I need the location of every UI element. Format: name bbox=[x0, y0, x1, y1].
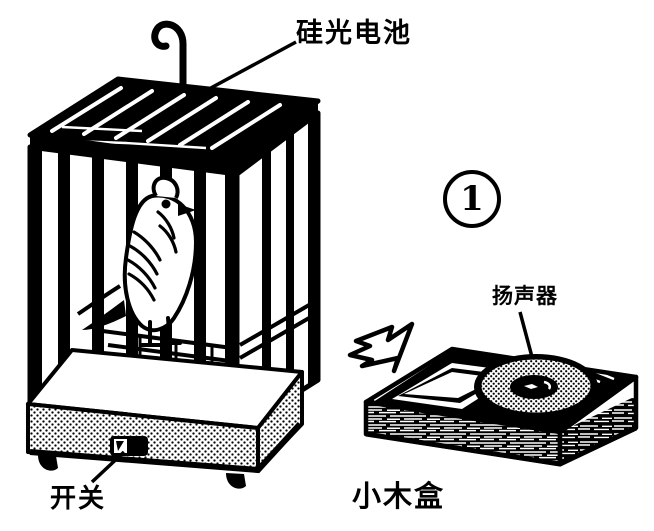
bird-cage-group bbox=[26, 20, 321, 489]
cage-cross-rods bbox=[94, 299, 318, 363]
cage-bars-side bbox=[262, 113, 318, 414]
bird-icon bbox=[76, 175, 199, 347]
cage-base bbox=[26, 348, 304, 489]
arrow-left-icon bbox=[347, 321, 415, 374]
speaker-cone-icon bbox=[474, 354, 598, 420]
figure-number-badge: 1 bbox=[443, 170, 501, 228]
cage-feet bbox=[38, 455, 246, 489]
hook-icon bbox=[151, 20, 187, 100]
switch-control[interactable] bbox=[110, 436, 148, 456]
label-wooden-box: 小木盒 bbox=[352, 479, 446, 513]
label-silicon-photocell: 硅光电池 bbox=[296, 18, 412, 49]
wooden-box-group bbox=[363, 346, 639, 467]
label-loudspeaker: 扬声器 bbox=[492, 284, 558, 308]
label-switch: 开关 bbox=[50, 484, 107, 514]
leader-line-switch bbox=[90, 450, 126, 484]
leader-line-photocell bbox=[195, 40, 297, 98]
